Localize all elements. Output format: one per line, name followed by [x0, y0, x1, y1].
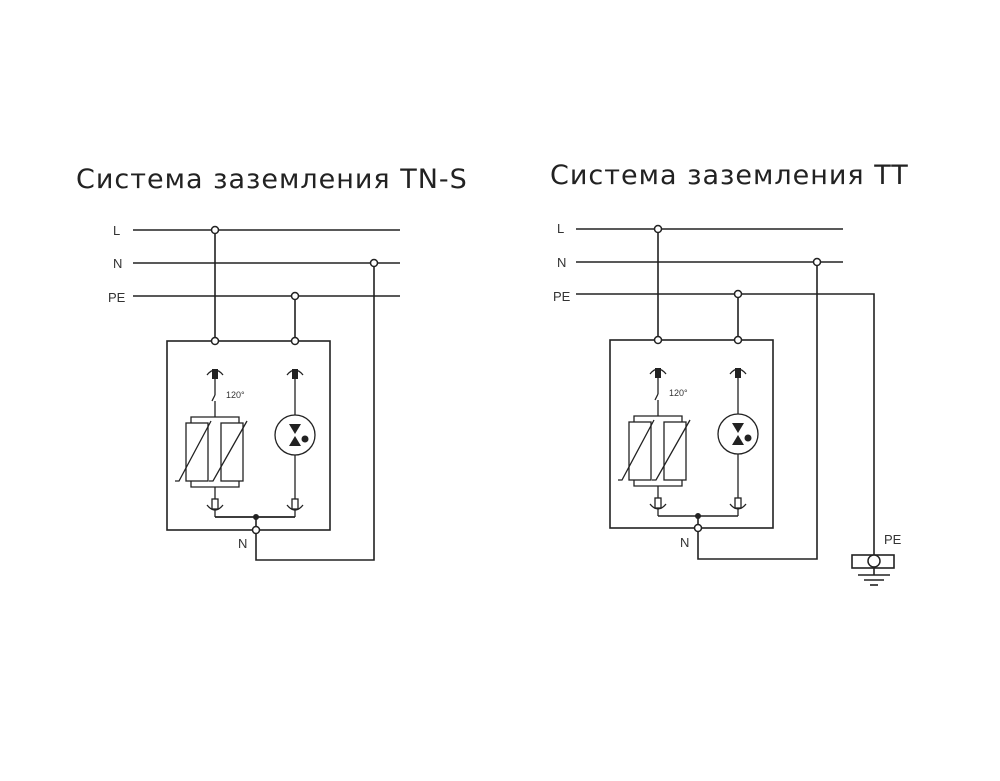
rotation-label: 120° [226, 390, 245, 400]
earth-ground-icon [851, 554, 895, 586]
diagram-title: Система заземления TT [550, 160, 909, 191]
spark-gap-module [717, 367, 759, 517]
bus-label-n: N [557, 255, 566, 270]
device-n-label: N [680, 535, 689, 550]
spd-enclosure [609, 339, 774, 529]
device-n-label: N [238, 536, 247, 551]
bus-label-l: L [557, 221, 564, 236]
bus-label-n: N [113, 256, 122, 271]
rotation-label: 120° [669, 388, 688, 398]
spd-enclosure [166, 340, 331, 531]
diagram-tn-s: Система заземления TN-S L N PE 120° N [76, 164, 468, 561]
bus-pe [576, 293, 875, 556]
bus-label-l: L [113, 223, 120, 238]
bus-label-pe: PE [108, 290, 126, 305]
diagram-tt: Система заземления TT L N PE 120° N [550, 160, 909, 586]
spark-gap-module [274, 368, 316, 518]
diagram-title: Система заземления TN-S [76, 164, 468, 195]
earth-pe-label: PE [884, 532, 902, 547]
bus-label-pe: PE [553, 289, 571, 304]
